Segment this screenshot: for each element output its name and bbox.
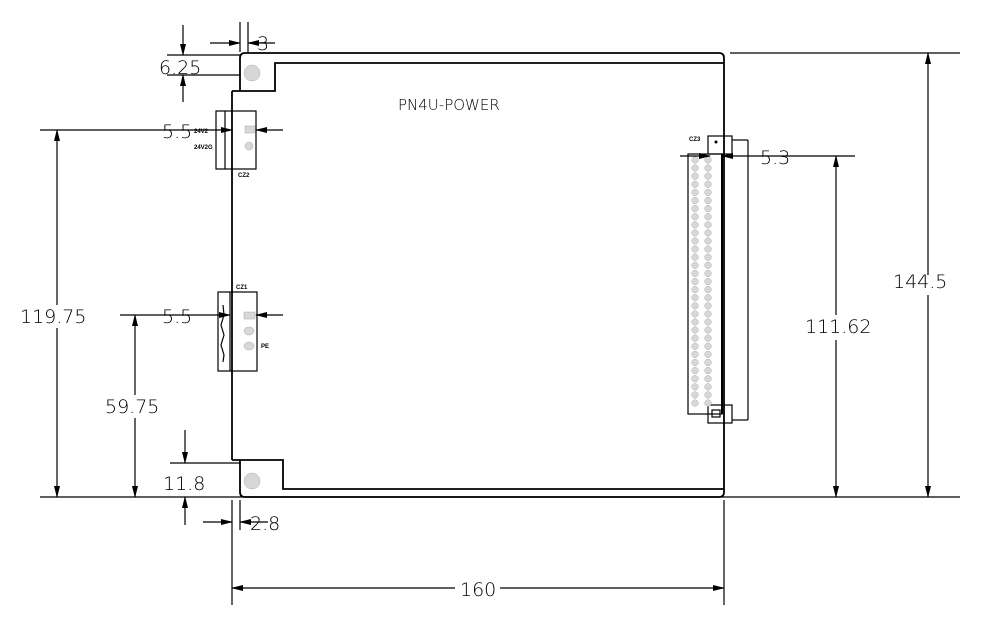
cz3-pin (691, 188, 699, 196)
cz3-pin (691, 213, 699, 221)
cz3-pin (704, 205, 712, 213)
cz3-pin (691, 294, 699, 302)
cz3-pin (704, 302, 712, 310)
dim-2-8: 2.8 (250, 513, 280, 535)
cz3-pin (704, 253, 712, 261)
mounting-hole-bottom (243, 472, 261, 490)
cz3-pin (704, 294, 712, 302)
cz1-label: CZ1 (236, 285, 248, 291)
dimensions: 3 6.25 5.5 5.5 5.3 144.5 111.62 119.75 (20, 22, 960, 605)
cz3-pin (691, 229, 699, 237)
cz3-pin (691, 196, 699, 205)
dim-144-5: 144.5 (893, 271, 947, 293)
cz3-pin (691, 237, 699, 245)
cz2-pin1-label: 24V2 (194, 129, 209, 135)
board-outline (231, 52, 725, 498)
cz3-pin (691, 399, 699, 407)
cz3-pin (704, 245, 712, 253)
cz3-pin (704, 391, 712, 399)
cz3-pin (704, 269, 712, 277)
cz3-pin (704, 334, 712, 342)
cz3-pin (691, 164, 699, 172)
dim-3: 3 (257, 33, 269, 55)
cz3-pin (691, 318, 699, 326)
cz3-pin (691, 156, 699, 164)
cz3-pin (704, 326, 712, 334)
cz3-pin (691, 350, 699, 358)
cz3-pin (691, 180, 699, 188)
cz3-pin (691, 205, 699, 213)
dim-59-75: 59.75 (105, 396, 159, 418)
cz3-pin (704, 342, 712, 350)
cz3-pin (704, 172, 712, 180)
cz3-label: CZ3 (689, 137, 701, 143)
cz3-pin (704, 399, 712, 407)
cz3-pin (691, 383, 699, 391)
connector-cz1: CZ1 PE (217, 285, 269, 372)
cz3-pin (704, 229, 712, 237)
cz3-pin (691, 326, 699, 334)
cz3-pin (704, 350, 712, 358)
cz3-pin (704, 156, 712, 164)
cz3-pin (691, 367, 699, 375)
cz2-label: CZ2 (238, 173, 250, 179)
cz3-pin (691, 286, 699, 294)
cz3-pin (704, 318, 712, 326)
dim-11-8: 11.8 (163, 473, 205, 495)
cz3-pin (691, 221, 699, 229)
cz3-pin (704, 180, 712, 188)
dim-5-3: 5.3 (760, 147, 790, 169)
cz3-pin (691, 245, 699, 253)
cz3-pin (704, 213, 712, 221)
cz3-pin (704, 196, 712, 205)
cz3-pin (704, 358, 712, 367)
dim-160: 160 (460, 579, 496, 601)
cz3-pin (704, 383, 712, 391)
cz3-pin (691, 334, 699, 342)
cz3-pin (704, 310, 712, 318)
connector-cz3: CZ3 (687, 135, 749, 424)
cz3-pin (691, 358, 699, 367)
board-title: PN4U-POWER (398, 96, 500, 114)
cz3-pin (704, 188, 712, 196)
cz3-pin (691, 310, 699, 318)
cz3-pin (704, 261, 712, 269)
cz3-pin (704, 237, 712, 245)
cz3-pin (691, 253, 699, 261)
cz3-pin (691, 261, 699, 269)
dim-111-62: 111.62 (805, 316, 871, 338)
cz3-pin (704, 164, 712, 172)
dim-5-5-cz2: 5.5 (162, 121, 192, 143)
mounting-hole-top (243, 64, 261, 82)
cz3-pin (691, 302, 699, 310)
cz3-pin (691, 342, 699, 350)
cz3-pin (704, 375, 712, 383)
cz3-pin (691, 269, 699, 277)
cz3-pin (691, 375, 699, 383)
dim-6-25: 6.25 (159, 57, 201, 79)
dim-5-5-cz1: 5.5 (162, 306, 192, 328)
cz3-pin (704, 367, 712, 375)
connector-cz2: 24V2 24V2G CZ2 (194, 110, 257, 179)
cz3-pin (704, 221, 712, 229)
cz3-pin (691, 172, 699, 180)
cz3-pin (704, 286, 712, 294)
dim-119-75: 119.75 (20, 306, 86, 328)
cz3-pin (691, 277, 699, 286)
cz1-pe-label: PE (261, 344, 269, 350)
cz3-pin (691, 391, 699, 399)
cz2-pin2-label: 24V2G (194, 145, 213, 151)
cz3-pin (704, 277, 712, 286)
